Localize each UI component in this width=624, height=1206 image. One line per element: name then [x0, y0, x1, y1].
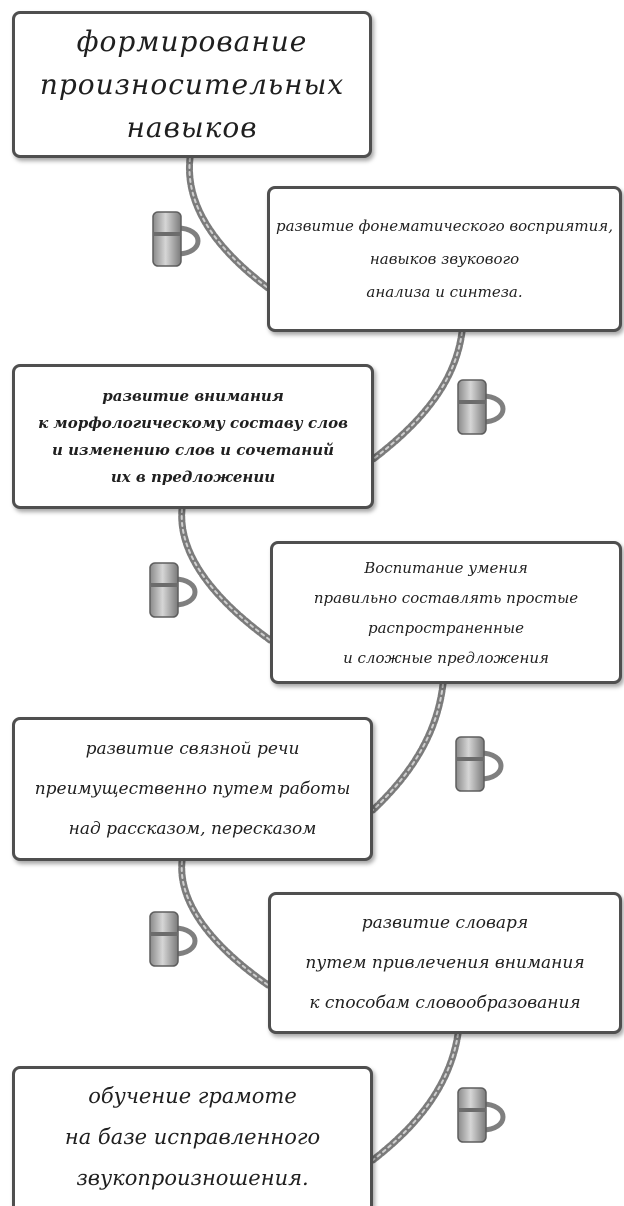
box-line: анализа и синтеза.: [366, 282, 523, 301]
box-line: на базе исправленного: [64, 1125, 321, 1149]
diagram-box-2: развитие фонематического восприятия, нав…: [267, 186, 622, 332]
diagram-box-5: развитие связной речи преимущественно пу…: [12, 717, 373, 861]
chain-highlight: [180, 508, 271, 641]
box-line: Воспитание умения: [364, 558, 528, 577]
box-line: преимущественно путем работы: [34, 779, 351, 799]
box-line: их в предложении: [110, 467, 276, 486]
padlock-icon: [149, 911, 198, 967]
chain-highlight: [372, 683, 444, 811]
box-line: звукопроизношения.: [76, 1166, 309, 1190]
box-line: развитие фонематического восприятия,: [275, 216, 614, 235]
box-line: и сложные предложения: [343, 648, 549, 667]
padlock-icon: [455, 736, 504, 792]
padlock-icon: [457, 1087, 506, 1143]
box-line: развитие словаря: [361, 913, 529, 933]
padlock-icon: [152, 211, 201, 267]
box-line: формирование: [76, 25, 308, 58]
box-line: развитие внимания: [102, 386, 284, 405]
padlock-icon: [149, 562, 198, 618]
box-line: и изменению слов и сочетаний: [51, 440, 335, 459]
chain-link: [369, 680, 447, 814]
chain-link: [185, 154, 272, 292]
chain-highlight: [180, 860, 269, 986]
chain-highlight: [188, 157, 269, 289]
diagram-box-7: обучение грамоте на базе исправленного з…: [12, 1066, 373, 1206]
box-line: распространенные: [367, 618, 525, 637]
chain-link: [178, 857, 272, 989]
box-line: обучение грамоте: [88, 1084, 297, 1108]
box-line: путем привлечения внимания: [305, 953, 585, 973]
box-line: к морфологическому составу слов: [38, 413, 348, 432]
chain-link: [178, 505, 274, 644]
padlock-icon: [457, 379, 506, 435]
box-line: к способам словообразования: [309, 993, 581, 1013]
diagram-box-6: развитие словаря путем привлечения внима…: [268, 892, 622, 1034]
diagram-box-3: развитие внимания к морфологическому сос…: [12, 364, 374, 509]
chain-link: [368, 328, 466, 464]
box-line: правильно составлять простые: [313, 588, 579, 607]
diagram-box-1: формирование произносительных навыков: [12, 11, 372, 158]
chain-link: [369, 1030, 462, 1164]
box-line: навыков звукового: [369, 249, 520, 268]
chain-highlight: [371, 331, 463, 461]
box-line: над рассказом, пересказом: [68, 819, 317, 839]
diagram-box-4: Воспитание умения правильно составлять п…: [270, 541, 622, 684]
box-line: произносительных: [39, 68, 345, 101]
chain-highlight: [372, 1033, 459, 1161]
box-line: навыков: [126, 111, 258, 144]
box-line: развитие связной речи: [85, 739, 300, 759]
